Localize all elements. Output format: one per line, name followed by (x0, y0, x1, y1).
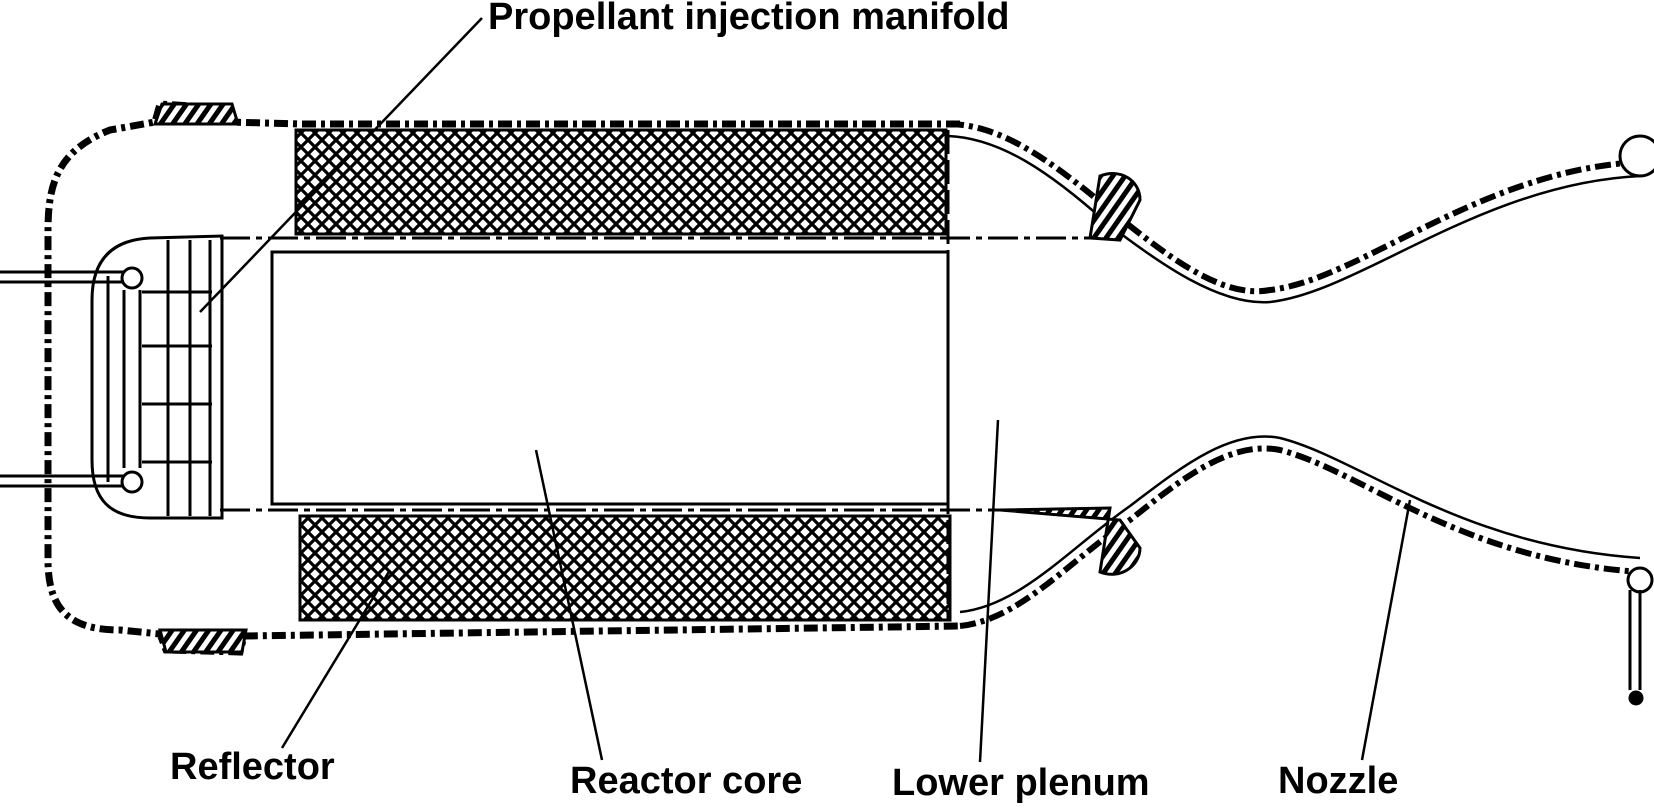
pressure-vessel-shell (44, 100, 961, 656)
label-nozzle: Nozzle (1278, 760, 1399, 802)
bottom-flange (158, 628, 248, 654)
label-lower-plenum: Lower plenum (892, 762, 1150, 804)
reactor-core (220, 130, 1090, 620)
leader-nozzle (1360, 499, 1412, 761)
nozzle-exit-lip-top (1618, 134, 1654, 178)
label-reactor-core: Reactor core (570, 760, 803, 802)
reflector-bottom (298, 514, 952, 622)
nozzle (947, 121, 1641, 629)
leader-lines (199, 17, 1412, 763)
leader-manifold (199, 17, 483, 313)
label-reflector: Reflector (170, 746, 335, 788)
leader-plenum (978, 419, 1000, 763)
leader-core (534, 449, 604, 761)
top-flange (152, 102, 241, 126)
reflector-top (294, 128, 948, 236)
nozzle-throat-strut-top (1088, 172, 1142, 242)
label-propellant-injection-manifold: Propellant injection manifold (488, 0, 1010, 38)
injection-manifold (0, 234, 224, 520)
nozzle-throat-strut-bottom (999, 506, 1142, 576)
nozzle-inner-wall (947, 134, 1641, 614)
nozzle-exit-lip-bottom (1626, 566, 1654, 706)
leader-reflector (280, 569, 392, 749)
